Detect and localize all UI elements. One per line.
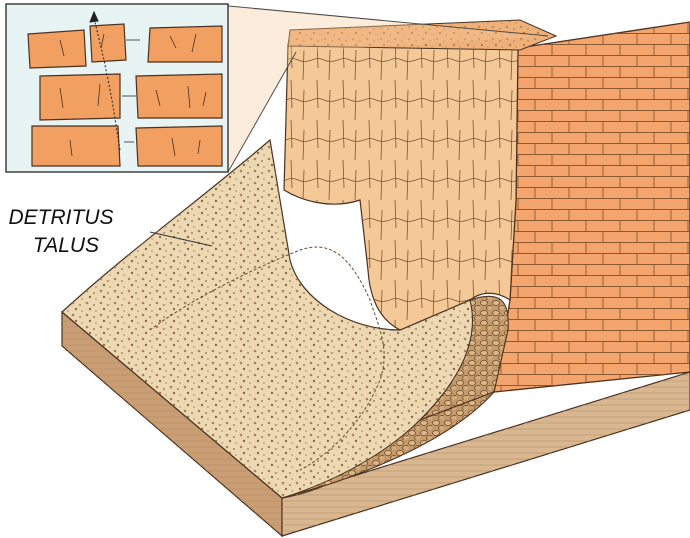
inset-block (136, 74, 222, 118)
detritus-label: DETRITUS (0, 206, 122, 230)
inset-block (40, 74, 120, 120)
inset-block (32, 126, 120, 166)
inset-block (90, 24, 126, 62)
cliff-front-joints (284, 44, 518, 330)
inset-block (28, 30, 86, 68)
cliff-right-face-bricks (494, 22, 690, 392)
talus-label: TALUS (10, 234, 122, 258)
inset-block (136, 126, 222, 166)
inset-block (148, 26, 222, 62)
